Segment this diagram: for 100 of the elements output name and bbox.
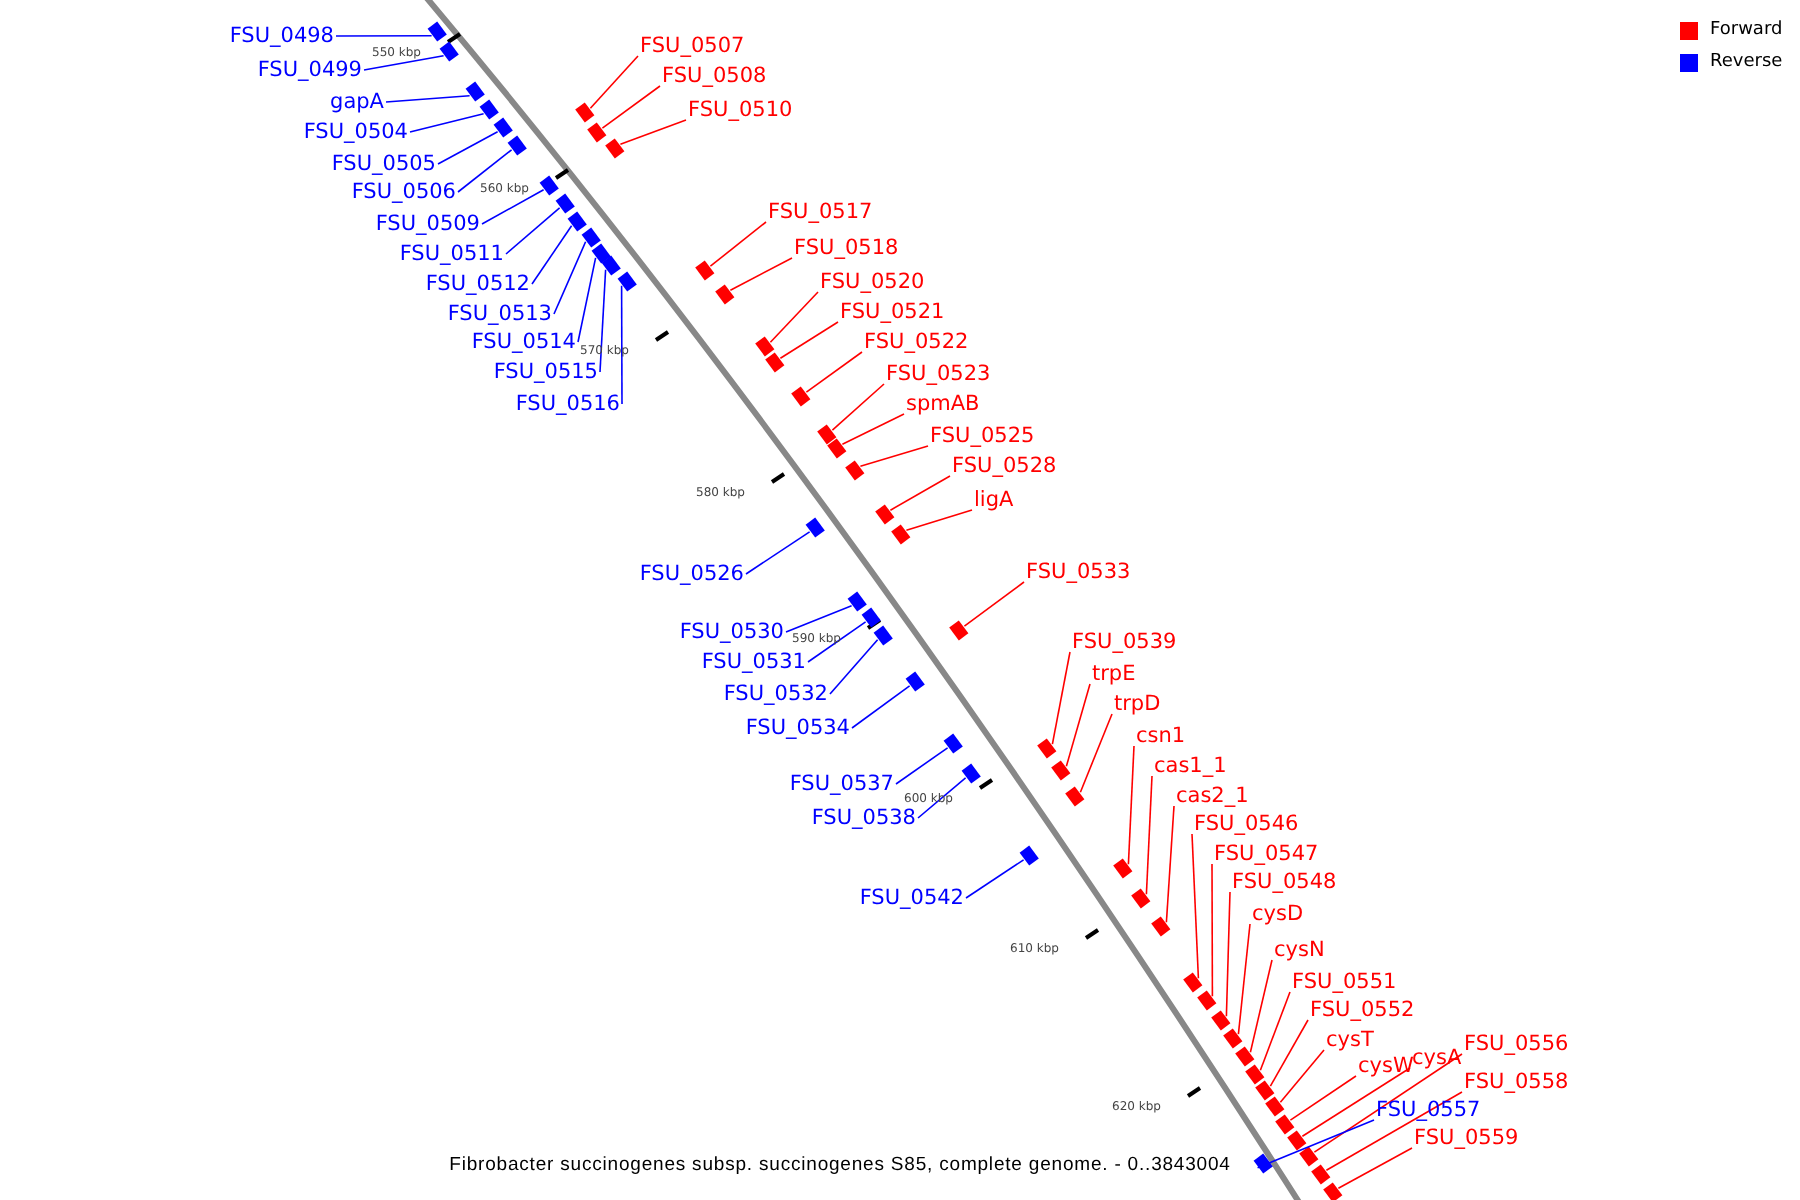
leader-line: [779, 321, 839, 359]
gene-block: [1253, 1153, 1273, 1174]
leader-line: [437, 131, 499, 165]
leader-line: [889, 475, 951, 511]
leader-line: [1211, 863, 1214, 997]
leader-line: [457, 149, 513, 193]
leader-line: [859, 445, 929, 467]
gene-block: [617, 271, 637, 292]
gene-block: [1311, 1164, 1331, 1185]
gene-block: [961, 763, 981, 784]
gene-label: FSU_0551: [1292, 970, 1397, 994]
gene-block: [1183, 972, 1203, 993]
gene-block: [827, 438, 847, 459]
gene-label: gapA: [330, 90, 384, 114]
gene-block: [1235, 1046, 1255, 1067]
gene-label: cysT: [1326, 1028, 1374, 1052]
gene-block: [1275, 1114, 1295, 1135]
gene-block: [1197, 990, 1217, 1011]
leader-line: [599, 269, 607, 373]
gene-block: [507, 135, 527, 156]
gene-block: [605, 138, 625, 159]
gene-block: [755, 336, 775, 357]
gene-label: FSU_0507: [640, 34, 745, 58]
leader-line: [1289, 1075, 1357, 1121]
gene-label: FSU_0548: [1232, 870, 1337, 894]
gene-block: [891, 524, 911, 545]
gene-block: [1245, 1064, 1265, 1085]
leader-line: [829, 639, 879, 695]
gene-label: FSU_0539: [1072, 630, 1177, 654]
gene-label: FSU_0509: [375, 212, 480, 236]
gene-label: FSU_0534: [745, 716, 850, 740]
gene-label: trpD: [1114, 692, 1161, 716]
leader-line: [620, 285, 623, 405]
leader-line: [577, 257, 597, 343]
leader-line: [1301, 1067, 1411, 1137]
gene-label: FSU_0521: [840, 300, 945, 324]
leader-line: [1165, 805, 1175, 923]
leader-line: [1051, 651, 1071, 745]
gene-label: FSU_0504: [303, 120, 408, 144]
leader-line: [1256, 1119, 1375, 1169]
gene-block: [949, 620, 969, 641]
legend-label: Forward: [1710, 20, 1783, 40]
leader-line: [1079, 713, 1113, 793]
gene-label: FSU_0508: [662, 64, 767, 88]
leader-line: [363, 55, 445, 71]
gene-block: [1299, 1146, 1319, 1167]
gene-block: [555, 193, 575, 214]
gene-block: [439, 41, 459, 62]
gene-label: FSU_0510: [688, 98, 793, 122]
gene-label: FSU_0530: [679, 620, 784, 644]
leader-line: [1269, 1019, 1309, 1087]
leader-line: [1313, 1053, 1463, 1153]
leader-line: [841, 413, 905, 445]
gene-block: [943, 733, 963, 754]
gene-label: cas2_1: [1176, 784, 1249, 808]
leader-line: [1127, 745, 1135, 865]
gene-label: FSU_0506: [351, 180, 456, 204]
leader-line: [729, 257, 793, 291]
gene-label: csn1: [1136, 724, 1186, 748]
gene-block: [1211, 1010, 1231, 1031]
gene-block: [847, 591, 867, 612]
gene-block: [1051, 760, 1071, 781]
leader-line: [917, 777, 967, 819]
gene-block: [715, 284, 735, 305]
leader-line: [619, 119, 687, 145]
legend-label: Reverse: [1710, 52, 1783, 72]
leader-line: [335, 35, 433, 37]
leader-line: [505, 207, 561, 255]
leader-line: [895, 747, 949, 785]
leader-line: [805, 351, 863, 393]
leader-line: [1225, 891, 1231, 1017]
gene-label: FSU_0556: [1464, 1032, 1569, 1056]
leader-line: [745, 531, 811, 575]
leader-line: [553, 241, 587, 315]
gene-block: [479, 99, 499, 120]
gene-label: FSU_0511: [399, 242, 504, 266]
gene-block: [1287, 1130, 1307, 1151]
gene-block: [805, 517, 825, 538]
gene-label: FSU_0520: [820, 270, 925, 294]
leader-line: [1065, 683, 1091, 767]
gene-block: [1113, 858, 1133, 879]
gene-block: [567, 211, 587, 232]
caption: Fibrobacter succinogenes subsp. succinogenes S85, complete genome. - 0..3843004: [449, 1154, 1231, 1176]
gene-label: cysD: [1252, 902, 1304, 926]
leader-line: [531, 225, 573, 285]
gene-block: [587, 122, 607, 143]
gene-block: [581, 227, 601, 248]
gene-label: trpE: [1092, 662, 1136, 686]
gene-label: FSU_0528: [952, 454, 1057, 478]
leader-line: [409, 113, 485, 133]
leader-line: [1337, 1147, 1413, 1189]
leader-line: [1237, 923, 1251, 1035]
leader-line: [589, 55, 639, 109]
leader-line: [1191, 833, 1200, 979]
leader-line: [385, 95, 471, 103]
leader-line: [769, 291, 819, 343]
leader-line: [905, 509, 973, 531]
gene-block: [575, 102, 595, 123]
gene-block: [591, 243, 611, 264]
gene-label: FSU_0523: [886, 362, 991, 386]
